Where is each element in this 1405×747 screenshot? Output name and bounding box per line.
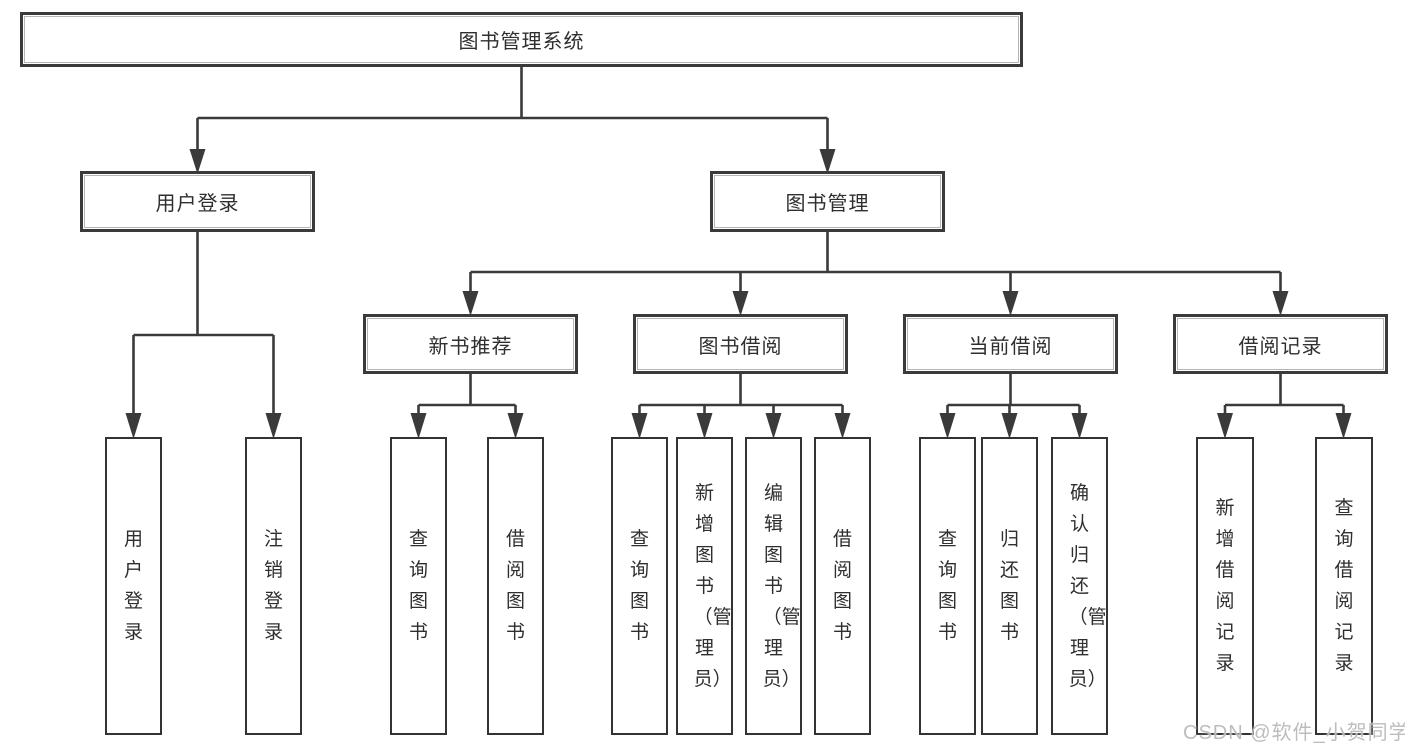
- node-leaf-add-borrow-record: 新增借阅记录: [1196, 437, 1254, 735]
- leaf-label: 查询图书: [408, 529, 428, 643]
- csdn-watermark: CSDN @软件_小贺同学: [1183, 722, 1405, 744]
- node-leaf-borrow-books-1: 借阅图书: [487, 437, 544, 735]
- leaf-label: 借阅图书: [505, 529, 525, 643]
- node-leaf-add-book-admin: 新增图书（管理员）: [676, 437, 733, 735]
- node-current-borrow: 当前借阅: [903, 314, 1118, 374]
- leaf-label: 确认归还（管理员）: [1068, 482, 1107, 690]
- node-leaf-return-book: 归还图书: [981, 437, 1038, 735]
- node-library-system-root: 图书管理系统: [20, 12, 1023, 67]
- leaf-label: 借阅图书: [832, 529, 852, 643]
- node-user-login: 用户登录: [80, 171, 315, 232]
- node-borrow-records: 借阅记录: [1173, 314, 1388, 374]
- node-book-borrow: 图书借阅: [633, 314, 848, 374]
- node-leaf-query-books-3: 查询图书: [919, 437, 976, 735]
- leaf-label: 查询借阅记录: [1334, 498, 1354, 674]
- node-leaf-borrow-books-2: 借阅图书: [814, 437, 871, 735]
- leaf-label: 编辑图书（管理员）: [762, 482, 801, 690]
- node-leaf-query-books-1: 查询图书: [390, 437, 447, 735]
- node-leaf-edit-book-admin: 编辑图书（管理员）: [745, 437, 802, 735]
- node-leaf-user-login: 用户登录: [105, 437, 162, 735]
- node-new-book-recommend: 新书推荐: [363, 314, 578, 374]
- node-book-management: 图书管理: [710, 171, 945, 232]
- leaf-label: 新增图书（管理员）: [693, 482, 732, 690]
- leaf-label: 查询图书: [629, 529, 649, 643]
- leaf-label: 查询图书: [937, 529, 957, 643]
- node-leaf-query-borrow-record: 查询借阅记录: [1315, 437, 1373, 735]
- node-leaf-query-books-2: 查询图书: [611, 437, 668, 735]
- leaf-label: 归还图书: [999, 529, 1019, 643]
- leaf-label: 新增借阅记录: [1215, 498, 1235, 674]
- leaf-label: 注销登录: [263, 529, 283, 643]
- leaf-label: 用户登录: [123, 529, 143, 643]
- node-leaf-confirm-return-admin: 确认归还（管理员）: [1051, 437, 1108, 735]
- node-leaf-logout: 注销登录: [245, 437, 302, 735]
